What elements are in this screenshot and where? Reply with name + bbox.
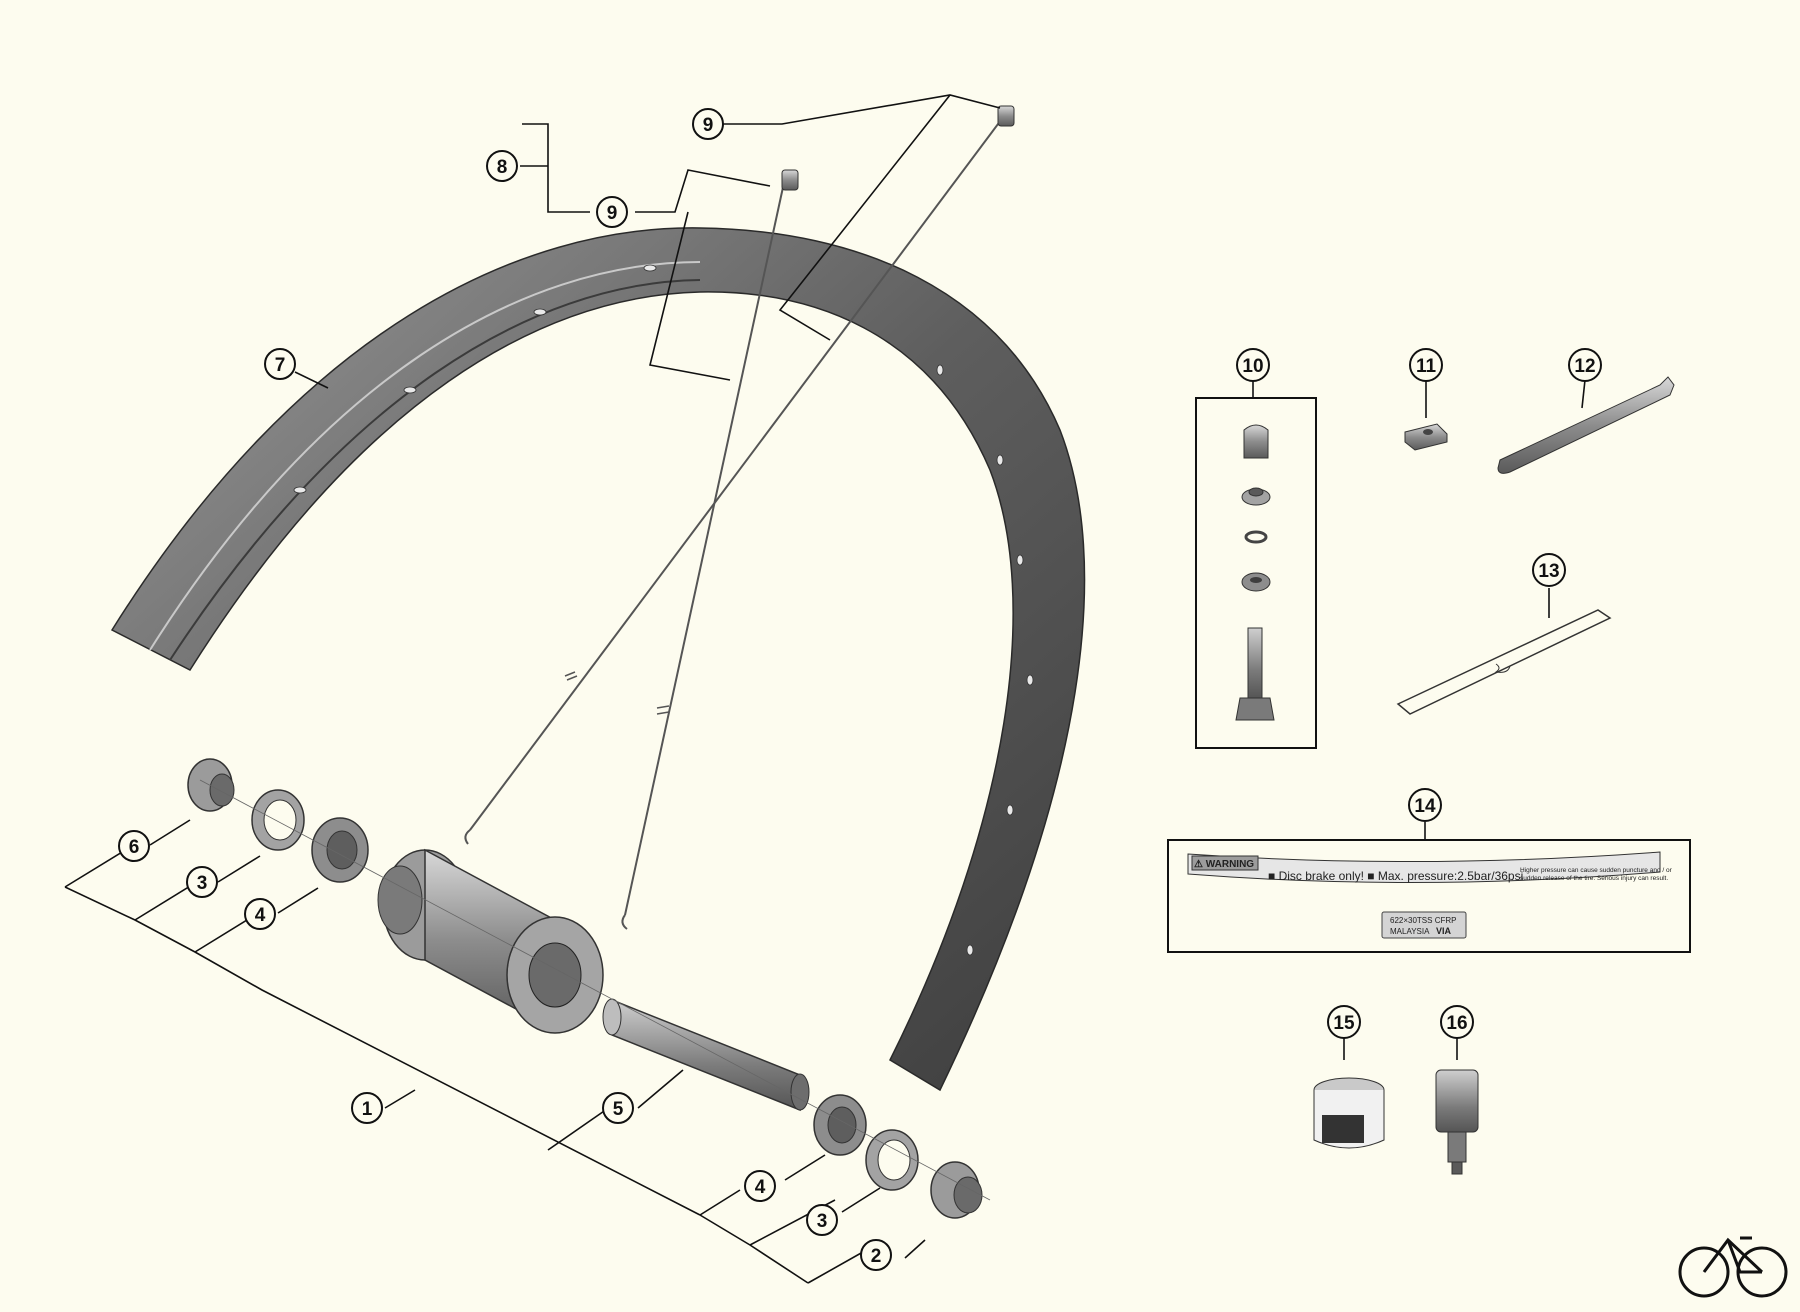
svg-text:8: 8 [497,157,508,178]
svg-text:14: 14 [1414,796,1436,817]
valve-washer [1241,572,1271,592]
svg-text:15: 15 [1333,1013,1355,1034]
svg-text:3: 3 [817,1211,828,1232]
svg-text:4: 4 [255,905,266,926]
spokes [464,107,1011,930]
axis-line [199,779,991,1201]
svg-text:16: 16 [1446,1013,1467,1034]
svg-text:13: 13 [1538,561,1559,582]
svg-text:4: 4 [755,1177,766,1198]
bearing-right [813,1094,867,1156]
callout-6: 6 [118,830,150,862]
svg-text:12: 12 [1574,356,1595,377]
grease-jar [1313,1077,1385,1149]
callout-1: 1 [351,1092,383,1124]
callout-9-top: 9 [692,108,724,140]
svg-text:1: 1 [362,1099,373,1120]
bearing-left [311,817,369,883]
callout-4-right: 4 [744,1170,776,1202]
callout-2: 2 [860,1239,892,1271]
label-box [1167,839,1691,953]
svg-text:7: 7 [275,355,286,376]
valve-cap [1243,424,1269,459]
rim-tape-plug [1404,423,1448,451]
warning-fine-print-1: Higher pressure can cause sudden punctur… [1520,867,1673,874]
callout-10: 10 [1236,348,1270,382]
svg-text:6: 6 [129,837,140,858]
spacer-left [251,789,305,851]
spoke-wrench [1497,376,1675,474]
callout-9-lower: 9 [596,196,628,228]
svg-text:3: 3 [197,873,208,894]
callout-4-left: 4 [244,898,276,930]
rim-tape [1396,609,1612,715]
svg-text:2: 2 [871,1246,882,1267]
spoke-nipple-lower [781,169,799,191]
warning-fine-print-2: sudden release of the tire. Serious inju… [1520,875,1668,882]
svg-text:9: 9 [703,115,714,136]
svg-text:10: 10 [1242,356,1263,377]
callout-7: 7 [264,348,296,380]
hub-adapter-tool [1435,1069,1479,1175]
svg-text:5: 5 [613,1099,624,1120]
callout-11: 11 [1409,348,1443,382]
svg-text:9: 9 [607,203,618,224]
hub-body [377,848,604,1034]
axle [602,998,810,1112]
valve-o-ring [1244,530,1268,544]
size-label: 622×30TSS CFRP [1390,916,1456,925]
callout-12: 12 [1568,348,1602,382]
callout-3-left: 3 [186,866,218,898]
leader-lines [64,94,1586,1284]
callout-14: 14 [1408,788,1442,822]
warning-decal: ⚠ WARNING ■ Disc brake only! ■ Max. pres… [1187,851,1673,939]
spacer-right [865,1129,919,1191]
bicycle-icon [1678,1236,1788,1298]
callout-13: 13 [1532,553,1566,587]
callout-5: 5 [602,1092,634,1124]
rim [110,227,1086,1092]
warning-badge: ⚠ WARNING [1194,859,1254,870]
callout-16: 16 [1440,1005,1474,1039]
end-cap-right [930,1161,983,1219]
valve-parts-box [1195,397,1317,749]
callout-8: 8 [486,150,518,182]
via-mark: VIA [1436,926,1452,936]
callout-3-right: 3 [806,1204,838,1236]
valve-nut [1241,487,1271,506]
svg-text:11: 11 [1416,356,1437,377]
end-cap-left [187,758,235,812]
origin-label: MALAYSIA [1390,927,1430,936]
warning-text: ■ Disc brake only! ■ Max. pressure:2.5ba… [1268,869,1523,883]
callout-15: 15 [1327,1005,1361,1039]
valve-body [1235,627,1275,721]
spoke-nipple-upper [997,105,1015,127]
